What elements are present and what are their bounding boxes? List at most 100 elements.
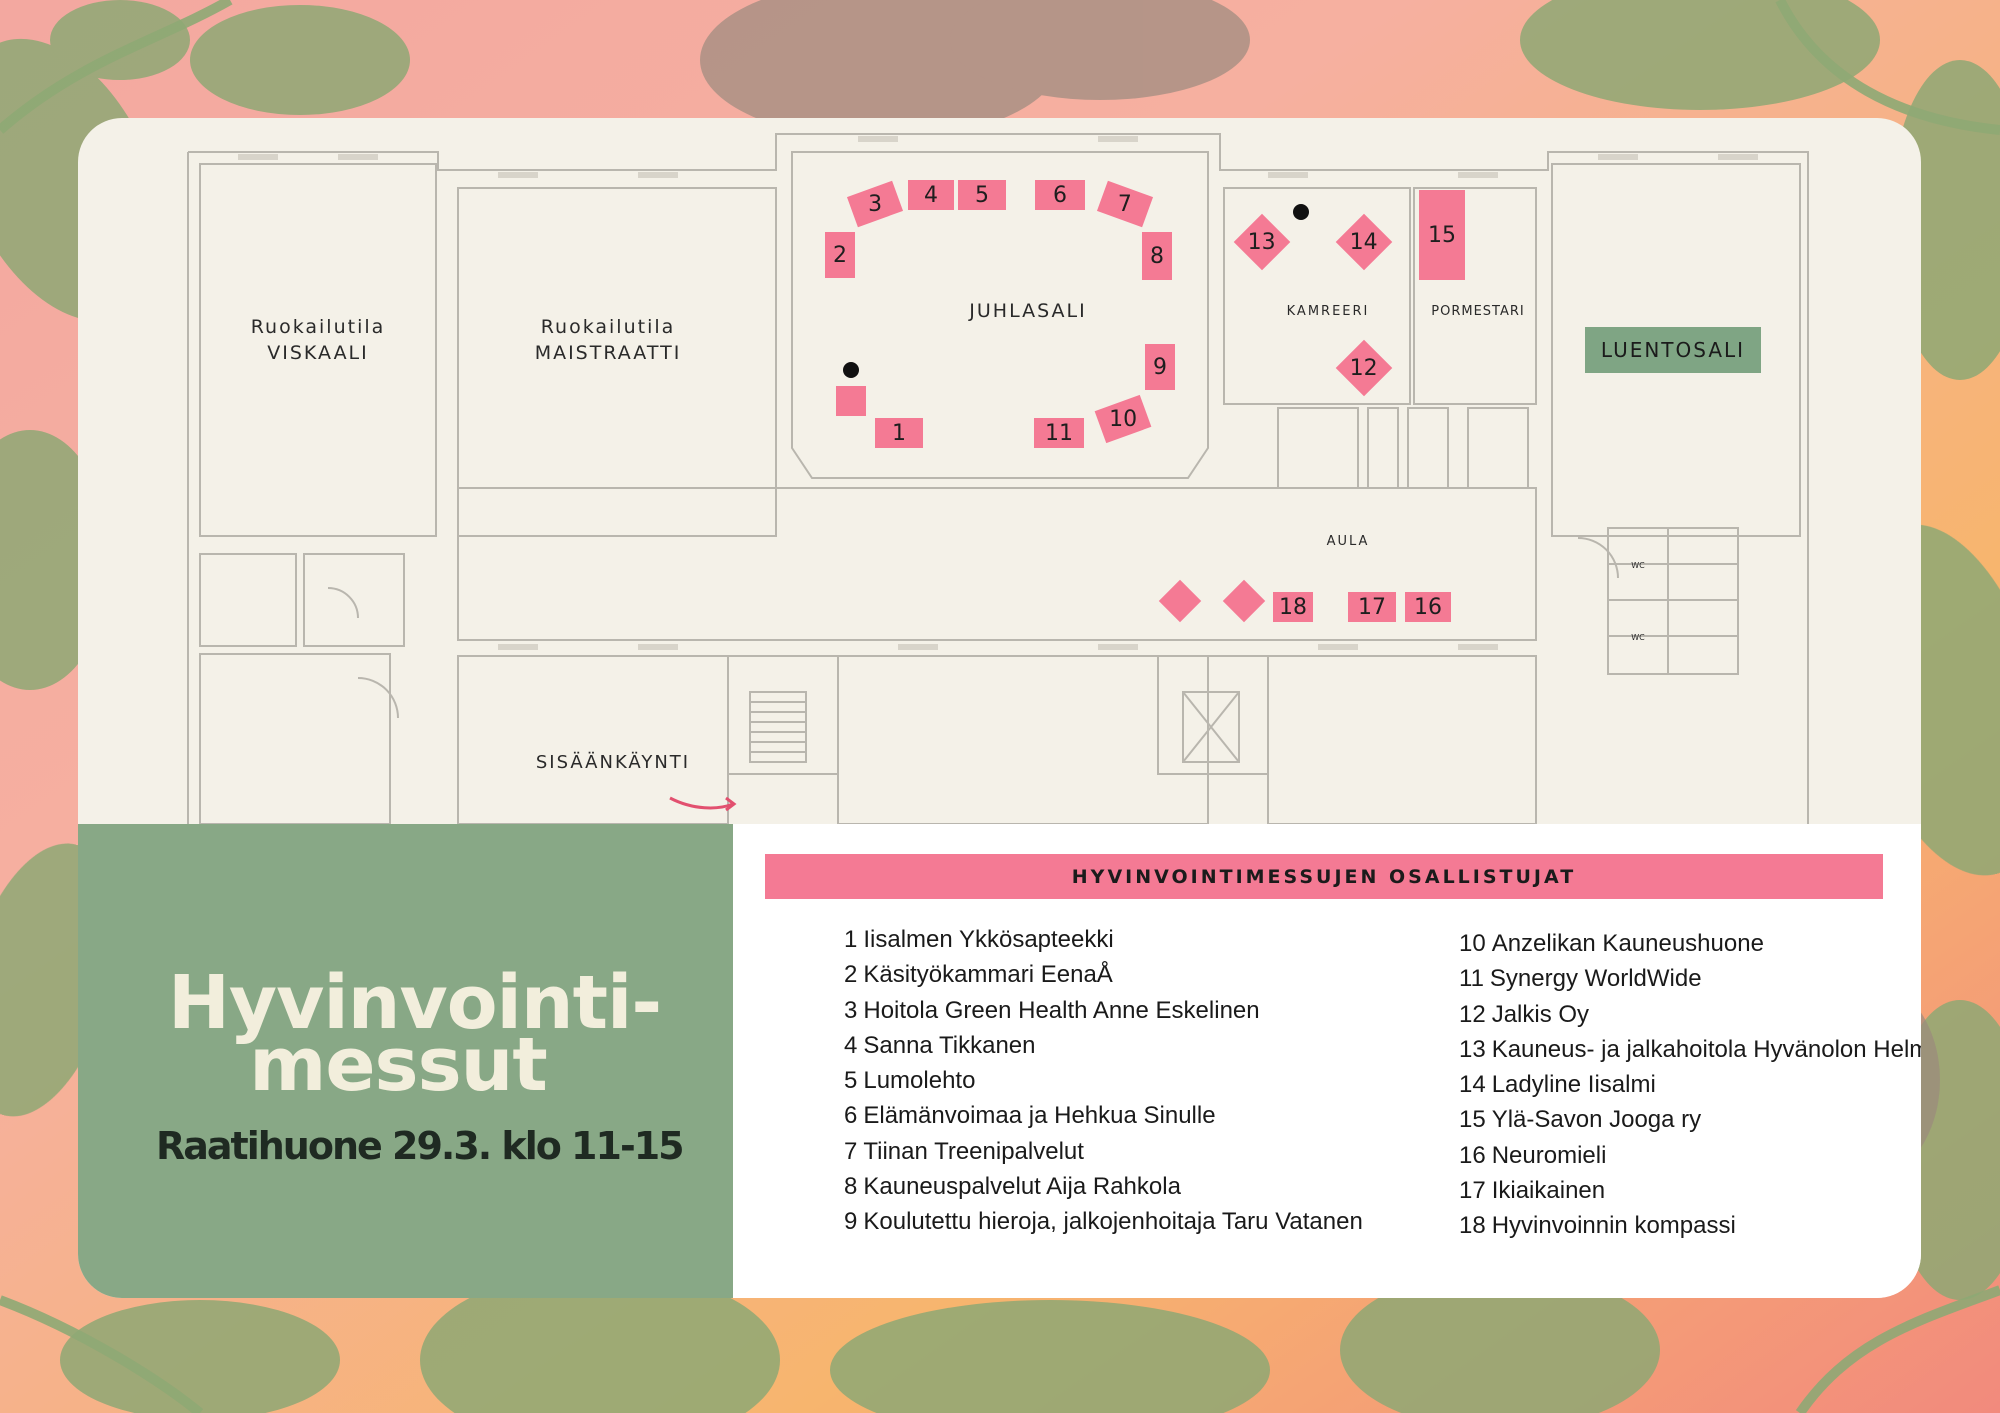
participant-number: 12 xyxy=(1459,1000,1486,1028)
participant-number: 6 xyxy=(844,1102,858,1130)
participant-name: Kauneuspalvelut Aija Rahkola xyxy=(863,1173,1181,1201)
room-label-viskaali-line1: Ruokailutila xyxy=(250,316,386,338)
participant-number: 8 xyxy=(844,1173,858,1201)
stall-8[interactable]: 8 xyxy=(1142,232,1172,280)
participant-number: 5 xyxy=(844,1067,858,1095)
stall-9[interactable]: 9 xyxy=(1145,344,1175,390)
participant-number: 9 xyxy=(844,1208,858,1236)
stall-11[interactable]: 11 xyxy=(1034,418,1084,448)
participant-number: 1 xyxy=(844,926,858,953)
participant-name: Jalkis Oy xyxy=(1491,1000,1590,1028)
participant-number: 10 xyxy=(1459,930,1486,957)
room-label-juhlasali: JUHLASALI xyxy=(969,300,1087,322)
stall-number: 14 xyxy=(1350,229,1378,255)
stall-unnumbered xyxy=(836,386,866,416)
lecture-hall-badge: LUENTOSALI xyxy=(1585,327,1761,373)
room-label-pormestari: PORMESTARI xyxy=(1431,304,1525,319)
wc-label: WC xyxy=(1631,561,1645,570)
stall-number: 3 xyxy=(868,191,882,217)
stall-number: 2 xyxy=(833,242,847,268)
participant-number: 2 xyxy=(844,961,858,989)
stall-number: 16 xyxy=(1414,594,1442,620)
participant-name: Koulutettu hieroja, jalkojenhoitaja Taru… xyxy=(863,1208,1363,1236)
stall-number: 10 xyxy=(1109,406,1137,432)
entrance-arrow-icon xyxy=(669,796,734,810)
stall-number: 7 xyxy=(1118,191,1132,217)
stall-number: 8 xyxy=(1150,243,1164,269)
participant-name: Ikiaikainen xyxy=(1491,1177,1606,1205)
participant-number: 13 xyxy=(1459,1035,1486,1063)
participant-name: Neuromieli xyxy=(1491,1141,1607,1169)
stall-number: 6 xyxy=(1053,182,1067,208)
participant-name: Iisalmen Ykkösapteekki xyxy=(863,926,1114,953)
marker-dot xyxy=(843,362,859,378)
stall-16[interactable]: 16 xyxy=(1405,592,1451,622)
participant-name: Hyvinvoinnin kompassi xyxy=(1491,1212,1736,1240)
event-subtitle: Raatihuone 29.3. klo 11-15 xyxy=(156,1124,685,1168)
participant-name: Käsityökammari EenaÅ xyxy=(863,961,1113,989)
participant-number: 18 xyxy=(1459,1212,1486,1240)
event-title-line1: Hyvinvointi- xyxy=(168,960,662,1046)
stall-number: 9 xyxy=(1153,354,1167,380)
participant-name: Ylä-Savon Jooga ry xyxy=(1491,1106,1702,1134)
stall-number: 13 xyxy=(1248,229,1276,255)
participant-number: 3 xyxy=(844,996,858,1024)
room-label-kamreeri: KAMREERI xyxy=(1286,304,1370,319)
participant-name: Synergy WorldWide xyxy=(1489,965,1702,993)
stall-number: 11 xyxy=(1045,420,1073,446)
participant-number: 14 xyxy=(1459,1071,1486,1099)
stall-17[interactable]: 17 xyxy=(1348,592,1396,622)
stall-15[interactable]: 15 xyxy=(1419,190,1465,280)
stall-5[interactable]: 5 xyxy=(958,180,1006,210)
participant-number: 4 xyxy=(844,1031,858,1059)
event-title: Hyvinvointi- messut xyxy=(168,960,662,1102)
floor-plan-drawing xyxy=(187,133,1809,824)
marker-dot xyxy=(1293,204,1309,220)
participant-number: 16 xyxy=(1459,1141,1486,1169)
room-label-viskaali-line2: VISKAALI xyxy=(267,342,369,364)
participant-name: Elämänvoimaa ja Hehkua Sinulle xyxy=(863,1102,1216,1130)
stall-number: 18 xyxy=(1279,594,1307,620)
entrance-label: SISÄÄNKÄYNTI xyxy=(535,752,691,773)
stall-number: 15 xyxy=(1428,222,1456,248)
stall-2[interactable]: 2 xyxy=(825,232,855,278)
room-label-maistraatti-line1: Ruokailutila xyxy=(540,316,676,338)
floor-plan-card: Ruokailutila VISKAALI Ruokailutila MAIST… xyxy=(78,118,1921,1298)
room-label-maistraatti: Ruokailutila MAISTRAATTI xyxy=(518,314,698,366)
stall-1[interactable]: 1 xyxy=(875,418,923,448)
stall-4[interactable]: 4 xyxy=(908,180,954,210)
participant-number: 7 xyxy=(844,1137,858,1165)
stall-number: 17 xyxy=(1358,594,1386,620)
stall-number: 1 xyxy=(892,420,906,446)
participant-name: Tiinan Treenipalvelut xyxy=(863,1137,1084,1165)
stall-6[interactable]: 6 xyxy=(1035,180,1085,210)
participant-name: Anzelikan Kauneushuone xyxy=(1491,930,1764,957)
participants-header: HYVINVOINTIMESSUJEN OSALLISTUJAT xyxy=(765,854,1883,899)
participant-name: Kauneus- ja jalkahoitola Hyvänolon Helmi xyxy=(1491,1035,1921,1063)
stall-number: 4 xyxy=(924,182,938,208)
stall-number: 5 xyxy=(975,182,989,208)
participant-number: 15 xyxy=(1459,1106,1486,1134)
room-label-viskaali: Ruokailutila VISKAALI xyxy=(238,314,398,366)
participant-name: Ladyline Iisalmi xyxy=(1491,1071,1656,1099)
wc-label: WC xyxy=(1631,633,1645,642)
stall-18[interactable]: 18 xyxy=(1273,592,1313,622)
stall-number: 12 xyxy=(1350,355,1378,381)
